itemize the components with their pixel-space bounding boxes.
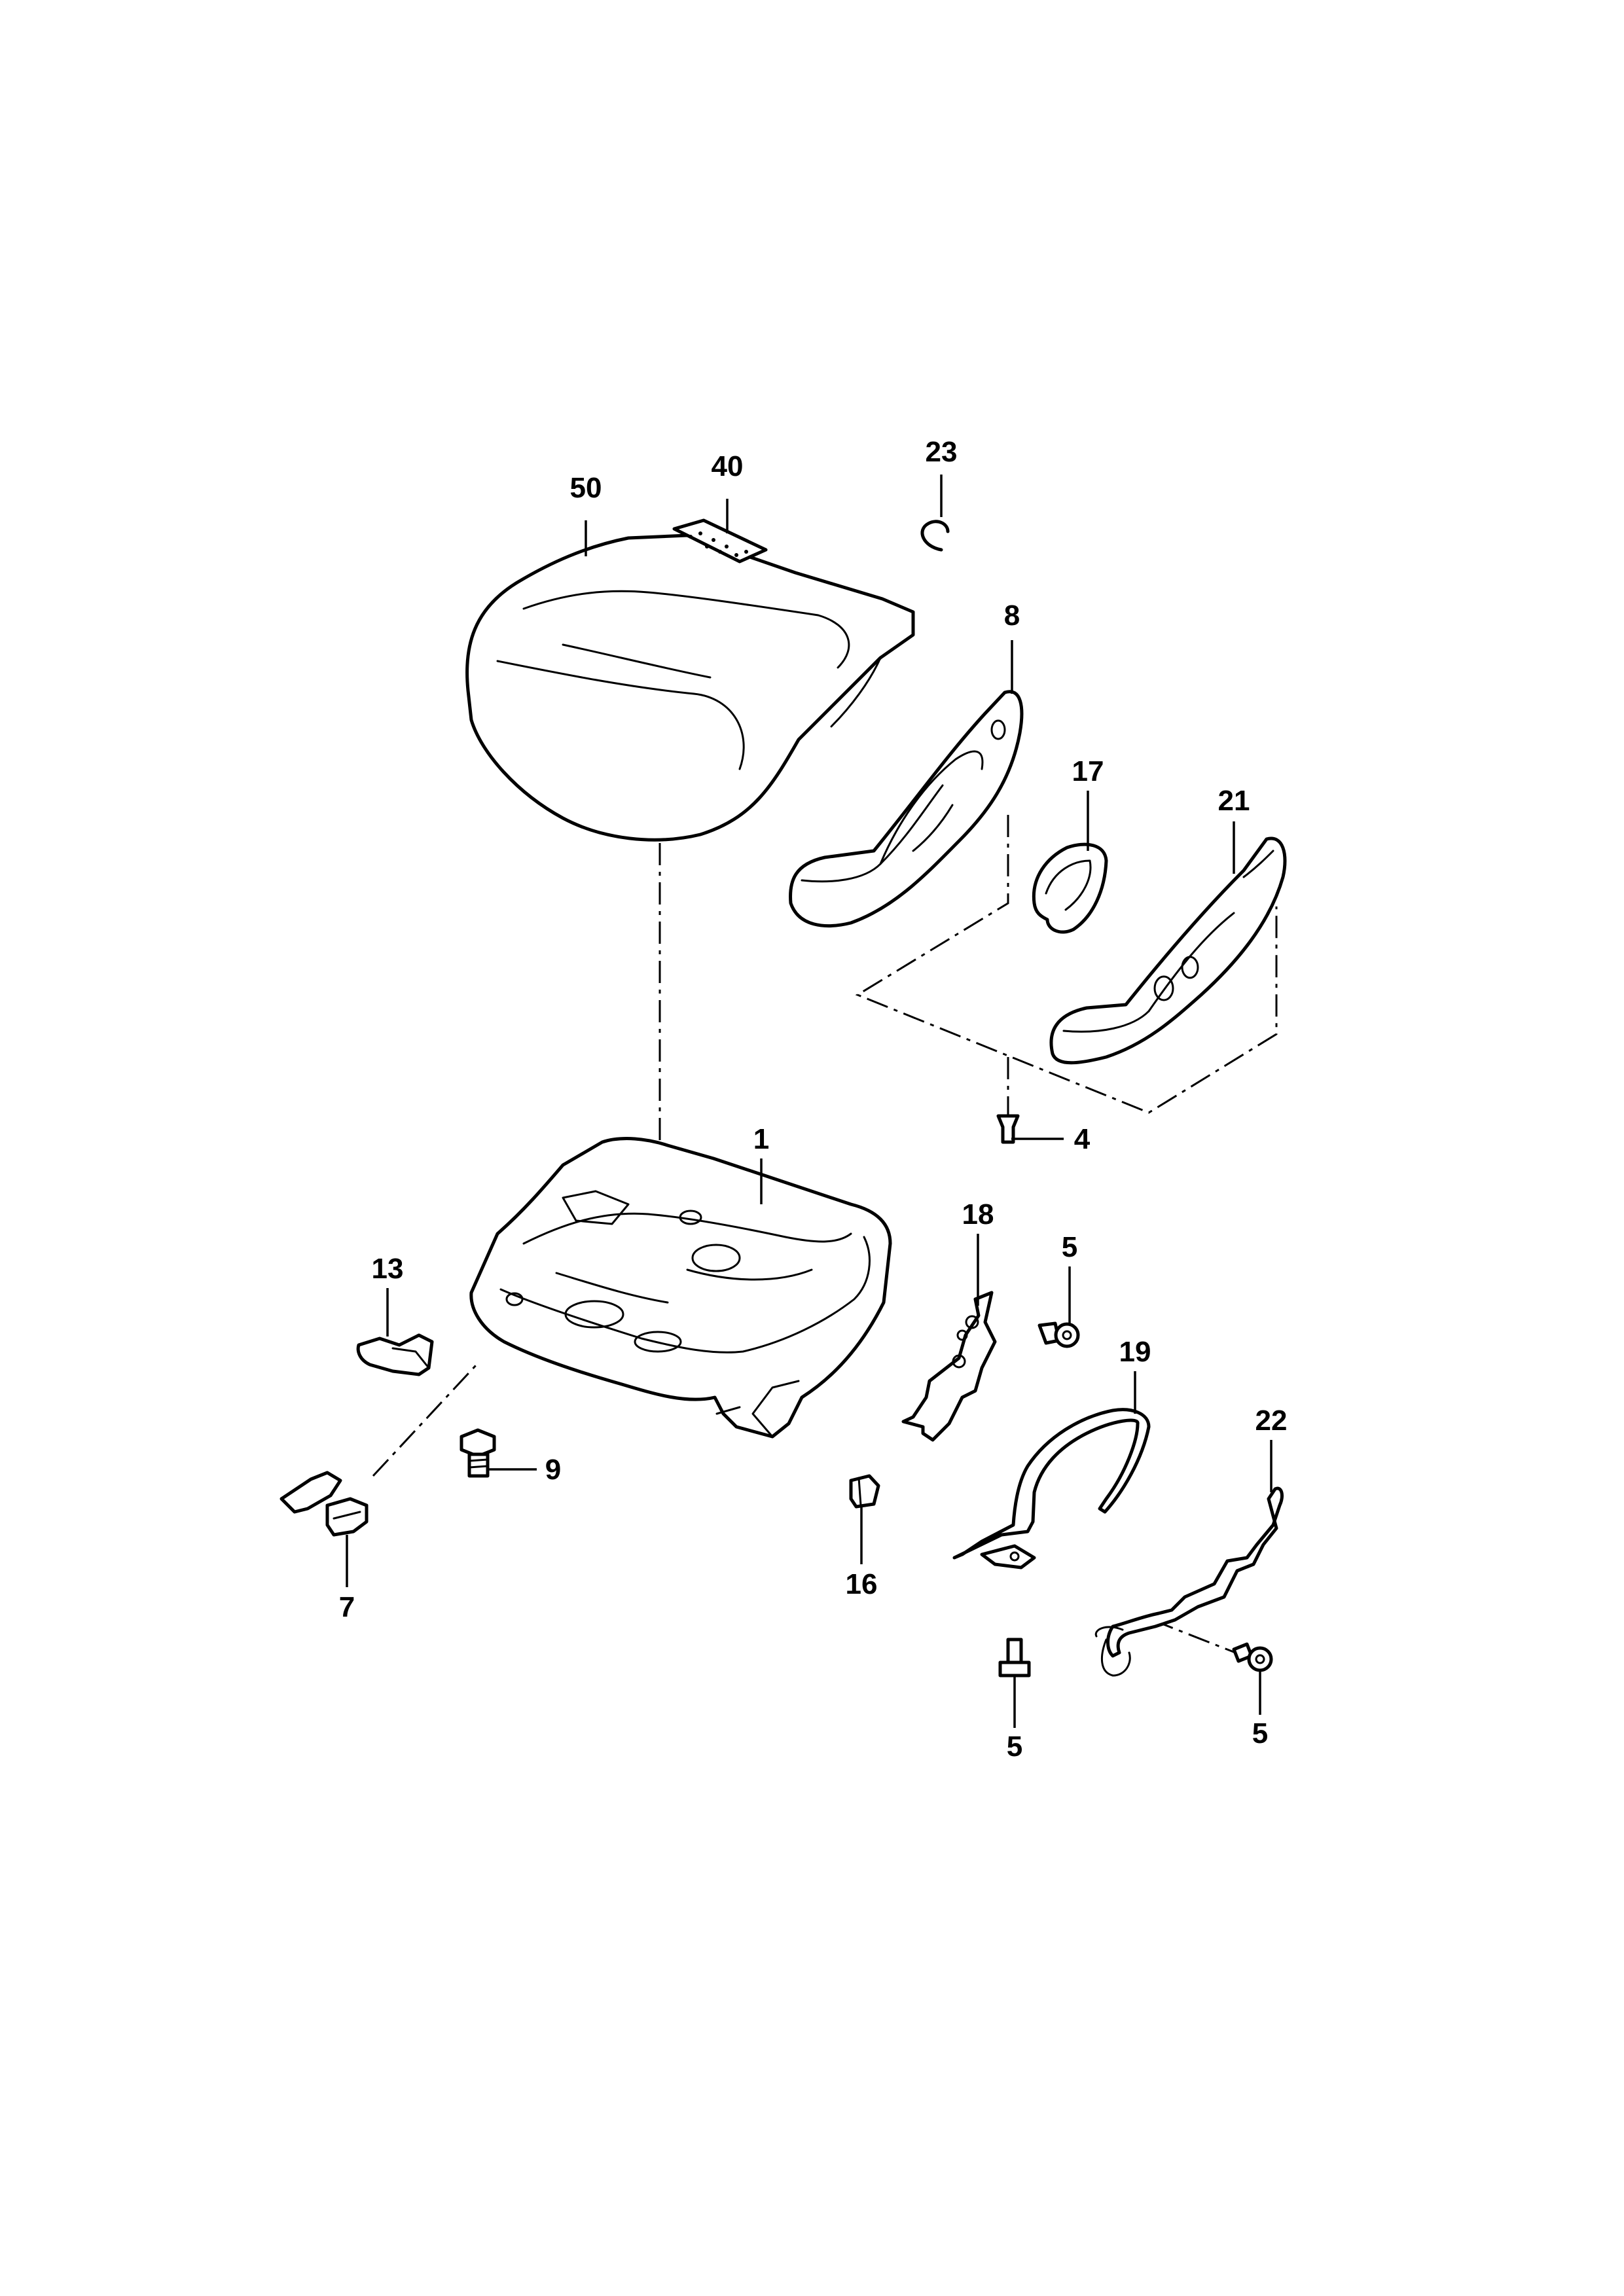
- callout-5-lower-right: 5: [1252, 1717, 1268, 1749]
- callout-9: 9: [545, 1454, 561, 1486]
- heating-pad: [672, 518, 768, 564]
- callout-22: 22: [1255, 1405, 1288, 1437]
- seat-frame: [469, 1137, 892, 1439]
- callout-5-upper: 5: [1062, 1231, 1077, 1263]
- leader-lines: [346, 475, 1272, 1728]
- cable-clip: [280, 1471, 369, 1537]
- bolt: [998, 1638, 1031, 1677]
- clip: [849, 1474, 880, 1509]
- callout-1: 1: [753, 1123, 769, 1155]
- callout-18: 18: [962, 1198, 994, 1230]
- callout-7: 7: [339, 1591, 355, 1623]
- callout-5-lower-left: 5: [1007, 1731, 1022, 1763]
- callout-40: 40: [712, 450, 744, 482]
- inner-side-trim: [1049, 836, 1287, 1065]
- callout-4: 4: [1074, 1123, 1091, 1155]
- bolt: [1232, 1642, 1273, 1672]
- callout-23: 23: [926, 436, 958, 468]
- bolt: [1038, 1321, 1080, 1348]
- callout-21: 21: [1218, 785, 1250, 817]
- callouts: 50 40 23 8 17 21 4 1 13 18 5 19 22 9 16 …: [339, 436, 1288, 1763]
- cover-cap: [356, 1333, 434, 1376]
- wire-bracket: [952, 1408, 1151, 1570]
- callout-8: 8: [1004, 600, 1020, 632]
- seat-cushion-cover: [465, 533, 915, 842]
- expanding-rivet: [996, 1114, 1020, 1144]
- retaining-clip: [920, 520, 950, 552]
- callout-50: 50: [570, 472, 602, 504]
- wire-bracket: [1094, 1486, 1284, 1677]
- outer-side-trim: [789, 690, 1024, 928]
- hex-bolt: [460, 1428, 496, 1478]
- callout-19: 19: [1119, 1336, 1151, 1368]
- callout-16: 16: [846, 1568, 878, 1600]
- trim-cap: [1032, 842, 1108, 934]
- callout-17: 17: [1072, 755, 1104, 787]
- callout-13: 13: [372, 1253, 404, 1285]
- mounting-bracket: [901, 1291, 997, 1442]
